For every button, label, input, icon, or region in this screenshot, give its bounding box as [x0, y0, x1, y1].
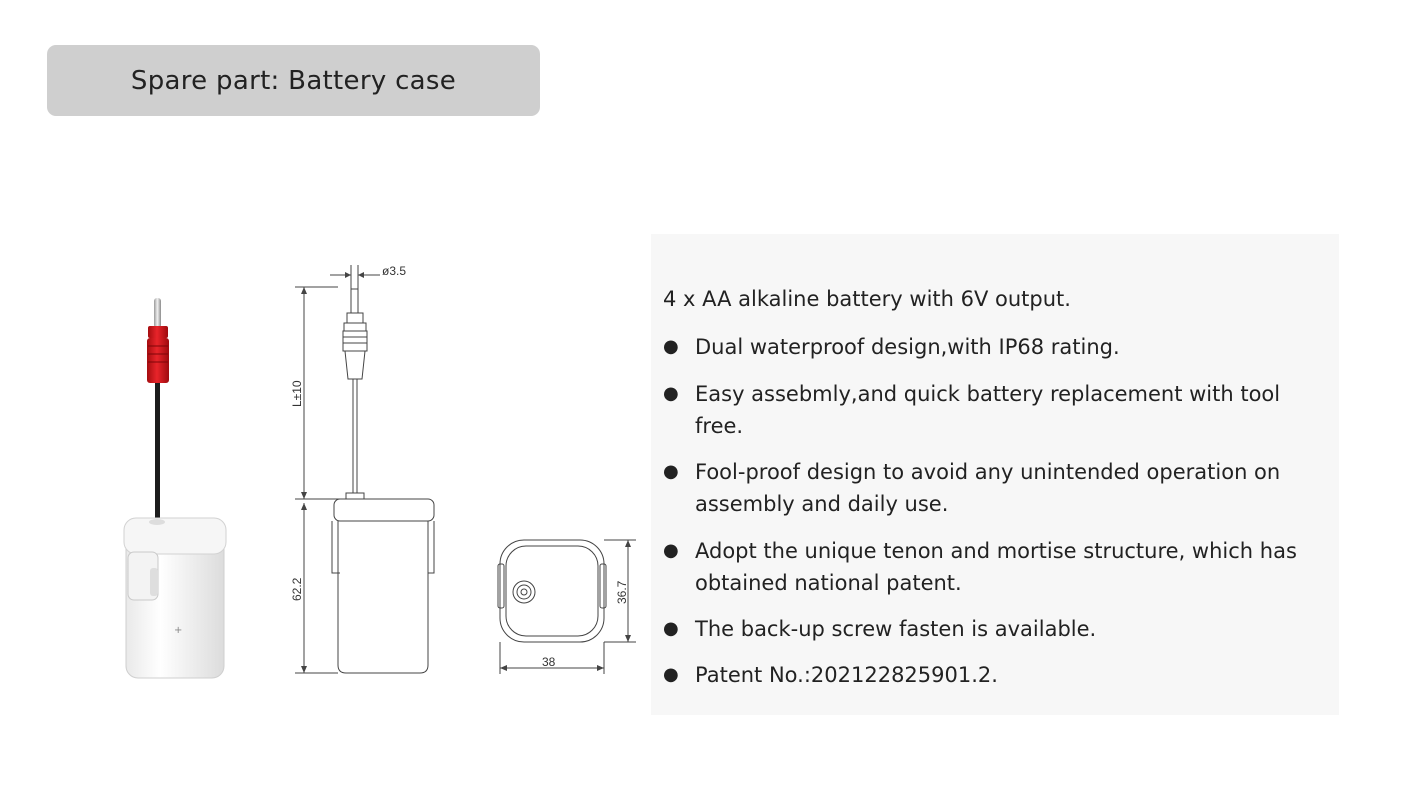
lead-text: 4 x AA alkaline battery with 6V output.	[663, 287, 1071, 311]
page-title: Spare part: Battery case	[130, 65, 457, 96]
top-view-drawing: 38 36.7	[490, 520, 650, 684]
battery-case-photo: +	[110, 290, 240, 694]
feature-text: The back-up screw fasten is available.	[695, 617, 1097, 641]
svg-text:+: +	[174, 625, 182, 636]
depth-label: 36.7	[615, 580, 629, 604]
pin-diameter-label: ø3.5	[382, 264, 406, 278]
side-view-svg: ø3.5 L±10 62.2	[290, 264, 435, 674]
bullet-icon: ●	[663, 618, 679, 639]
bullet-icon: ●	[663, 540, 679, 561]
bullet-icon: ●	[663, 383, 679, 404]
feature-text: Fool-proof design to avoid any unintende…	[695, 460, 1281, 516]
title-banner: Spare part: Battery case	[47, 45, 540, 116]
top-view-svg: 38 36.7	[497, 539, 636, 674]
bullet-icon: ●	[663, 336, 679, 357]
feature-text: Dual waterproof design,with IP68 rating.	[695, 335, 1120, 359]
feature-text: Patent No.:202122825901.2.	[695, 663, 998, 687]
feature-item: ● Adopt the unique tenon and mortise str…	[663, 535, 1323, 599]
bullet-icon: ●	[663, 461, 679, 482]
description-panel: 4 x AA alkaline battery with 6V output. …	[651, 234, 1339, 715]
feature-item: ● Easy assebmly,and quick battery replac…	[663, 378, 1323, 442]
cable-length-label: L±10	[290, 380, 304, 407]
battery-case-illustration: +	[123, 298, 227, 679]
side-view-drawing: ø3.5 L±10 62.2	[270, 255, 470, 689]
feature-text: Adopt the unique tenon and mortise struc…	[695, 539, 1297, 595]
feature-item: ● Fool-proof design to avoid any uninten…	[663, 456, 1323, 520]
feature-text: Easy assebmly,and quick battery replacem…	[695, 382, 1281, 438]
bullet-icon: ●	[663, 664, 679, 685]
feature-item: ● Patent No.:202122825901.2.	[663, 659, 1323, 691]
feature-item: ● The back-up screw fasten is available.	[663, 613, 1323, 645]
width-label: 38	[542, 655, 556, 669]
height-label: 62.2	[290, 577, 304, 601]
feature-item: ● Dual waterproof design,with IP68 ratin…	[663, 331, 1323, 363]
